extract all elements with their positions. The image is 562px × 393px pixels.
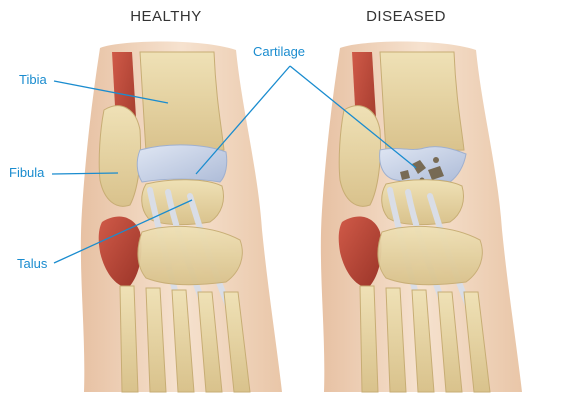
diseased-tibia: [380, 52, 464, 152]
fibula-label: Fibula: [9, 165, 44, 180]
diseased-tarsals: [378, 226, 482, 284]
diseased-ankle: [321, 42, 522, 393]
healthy-fibula: [99, 106, 140, 207]
healthy-ankle: [81, 42, 282, 393]
cartilage-label: Cartilage: [253, 44, 305, 59]
diseased-fibula: [339, 106, 380, 207]
tibia-label: Tibia: [19, 72, 47, 87]
healthy-tarsals: [138, 226, 242, 284]
talus-label: Talus: [17, 256, 47, 271]
healthy-tibia: [140, 52, 224, 152]
healthy-cartilage: [137, 145, 227, 182]
